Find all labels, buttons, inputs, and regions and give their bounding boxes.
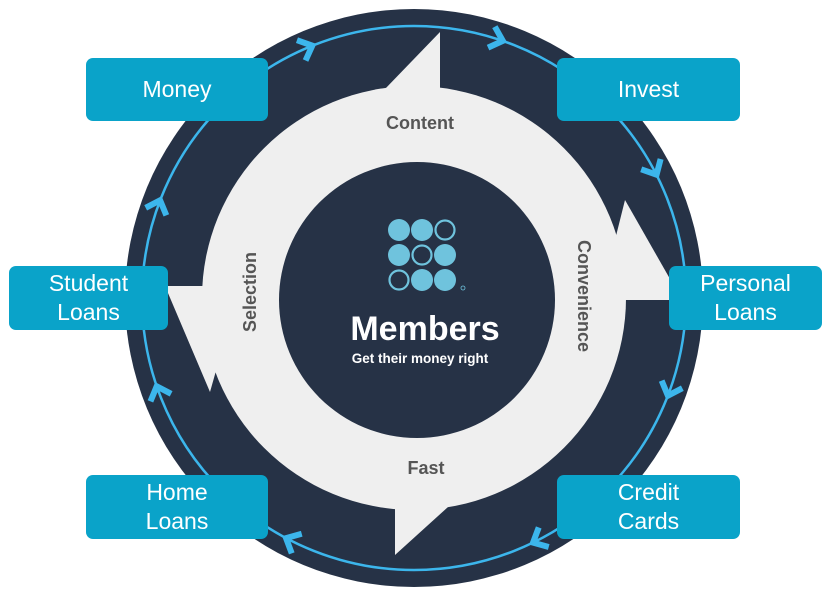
logo-dot-icon — [411, 219, 433, 241]
chevron-arrow-icon — [529, 526, 550, 550]
chevron-arrow-icon — [295, 37, 317, 62]
track-chevrons — [144, 25, 684, 555]
logo-dot-icon — [434, 269, 456, 291]
logo-dot-grid-icon — [388, 219, 456, 291]
logo-dot-icon — [411, 244, 433, 266]
cycle-arrow-right — [600, 200, 682, 300]
ring-label-fast: Fast — [407, 458, 444, 478]
logo-registered-mark-icon — [460, 285, 466, 291]
cycle-arrow-top — [355, 32, 440, 138]
product-student-loans-line2: Loans — [57, 299, 120, 325]
logo-dot-icon — [388, 219, 410, 241]
logo-dot-icon — [388, 244, 410, 266]
cycle-arrow-left — [165, 286, 240, 392]
ring-label-content: Content — [386, 113, 454, 133]
product-invest[interactable]: Invest — [557, 58, 740, 121]
chevron-arrow-icon — [282, 530, 303, 555]
product-home-loans-line2: Loans — [145, 508, 209, 534]
center-title: Members — [350, 310, 499, 348]
logo-dot-icon — [388, 269, 410, 291]
chevron-arrow-icon — [658, 379, 684, 400]
ring-label-convenience: Convenience — [574, 240, 594, 352]
product-invest-label: Invest — [617, 76, 680, 102]
product-money[interactable]: Money — [86, 58, 268, 121]
product-credit-cards[interactable]: Credit Cards — [557, 475, 740, 539]
chevron-arrow-icon — [486, 25, 508, 51]
product-personal-loans[interactable]: Personal Loans — [669, 266, 822, 330]
logo-dot-icon — [411, 269, 433, 291]
product-home-loans[interactable]: Home Loans — [86, 475, 268, 539]
center-subtitle: Get their money right — [352, 351, 489, 366]
product-personal-loans-line2: Loans — [714, 299, 777, 325]
chevron-arrow-icon — [147, 382, 173, 403]
product-credit-cards-line1: Credit — [617, 479, 680, 505]
product-money-label: Money — [142, 76, 212, 102]
center-disk — [279, 162, 555, 438]
ring-label-selection: Selection — [240, 252, 260, 332]
product-personal-loans-line1: Personal — [700, 270, 791, 296]
cycle-arrow-bottom — [395, 450, 480, 555]
product-credit-cards-line2: Cards — [617, 508, 680, 534]
product-student-loans-line1: Student — [48, 270, 129, 296]
product-student-loans[interactable]: Student Loans — [9, 266, 168, 330]
chevron-arrow-icon — [144, 196, 170, 217]
logo-dot-icon — [434, 219, 456, 241]
logo-dot-icon — [434, 244, 456, 266]
product-home-loans-line1: Home — [146, 479, 208, 505]
chevron-arrow-icon — [640, 158, 664, 179]
